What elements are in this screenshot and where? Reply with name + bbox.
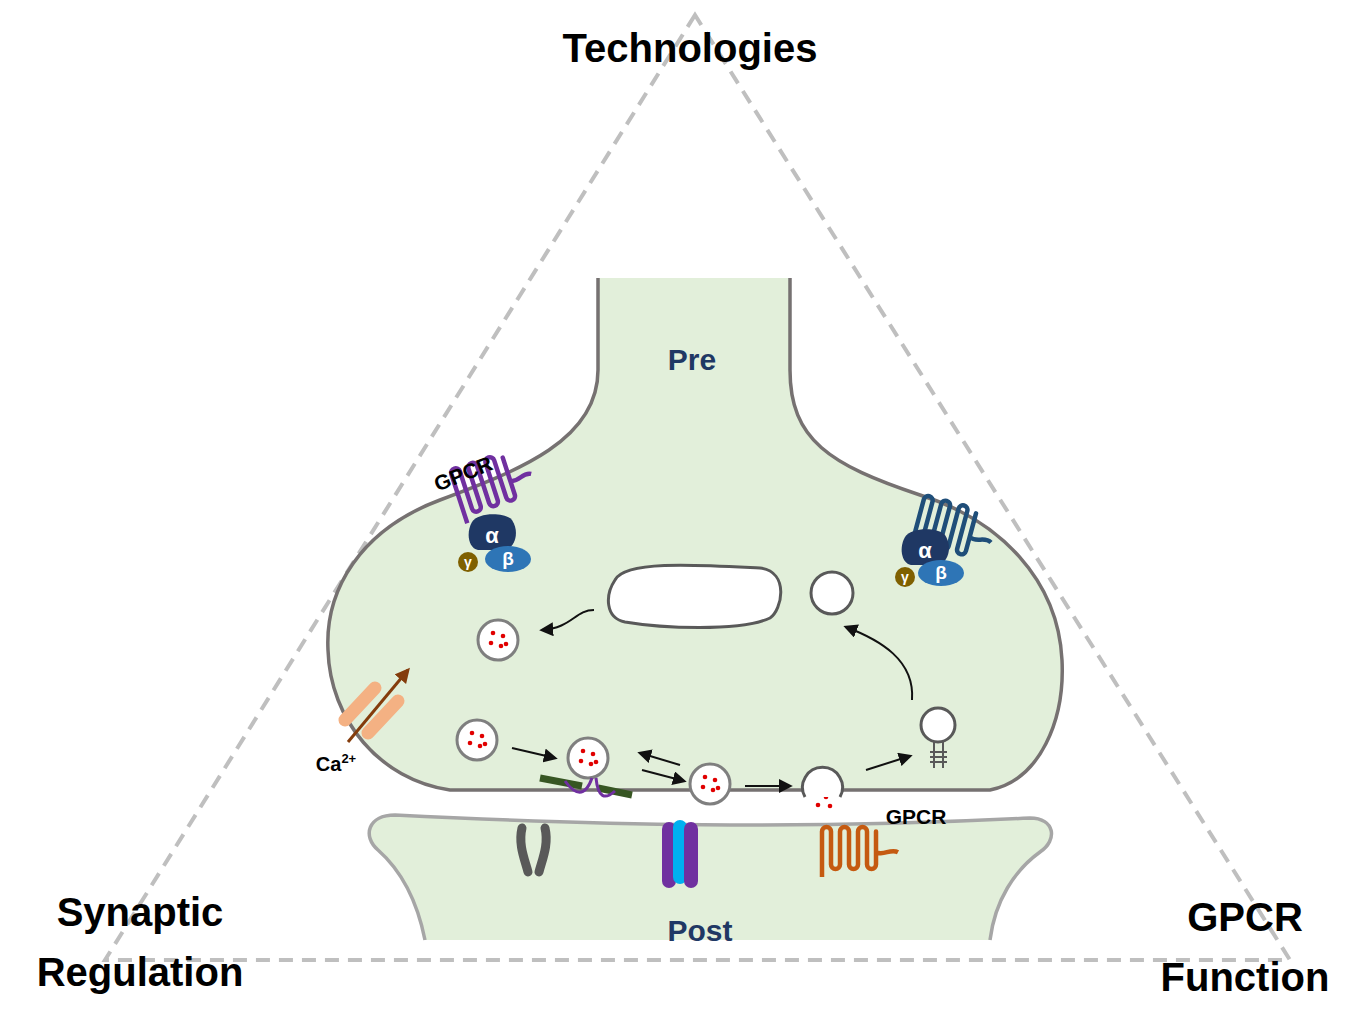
- ion-channel: [521, 828, 546, 872]
- snare-protein: [565, 778, 615, 796]
- releasing-vesicle: [803, 767, 843, 797]
- dynamin-neck: [930, 742, 947, 768]
- ionotropic-receptor: [662, 820, 698, 888]
- region-label-box: Pre: [664, 341, 720, 379]
- empty-vesicle: [811, 572, 853, 614]
- calcium-channel: [345, 670, 408, 742]
- part-label: GPCR: [886, 805, 947, 829]
- endosome: [608, 565, 780, 627]
- endocytic-vesicle: [921, 708, 955, 742]
- part-label: Ca2+: [316, 753, 356, 776]
- part-label: γ: [464, 554, 472, 570]
- part-label: β: [502, 548, 514, 570]
- g-protein: [895, 529, 964, 587]
- corner-label: Technologies: [563, 25, 818, 71]
- g-protein: [458, 514, 531, 572]
- corner-label: GPCR Function: [1145, 887, 1345, 1007]
- synaptic-vesicles: [457, 620, 832, 808]
- part-label: α: [485, 523, 499, 548]
- snare-bar: [540, 778, 582, 786]
- presynaptic-fill: [328, 278, 1062, 790]
- part-label: γ: [901, 569, 909, 585]
- region-label: Pre: [668, 343, 716, 377]
- gpcr-receptors: [450, 447, 998, 877]
- corner-label: Synaptic Regulation: [20, 882, 260, 1002]
- presynaptic-membrane: [328, 278, 1062, 790]
- region-label-box: Post: [663, 912, 736, 950]
- cycle-arrows: [512, 610, 912, 786]
- part-label: α: [918, 538, 932, 563]
- triangle-frame: [105, 15, 1290, 960]
- region-label: Post: [667, 914, 732, 948]
- part-label: β: [935, 562, 947, 584]
